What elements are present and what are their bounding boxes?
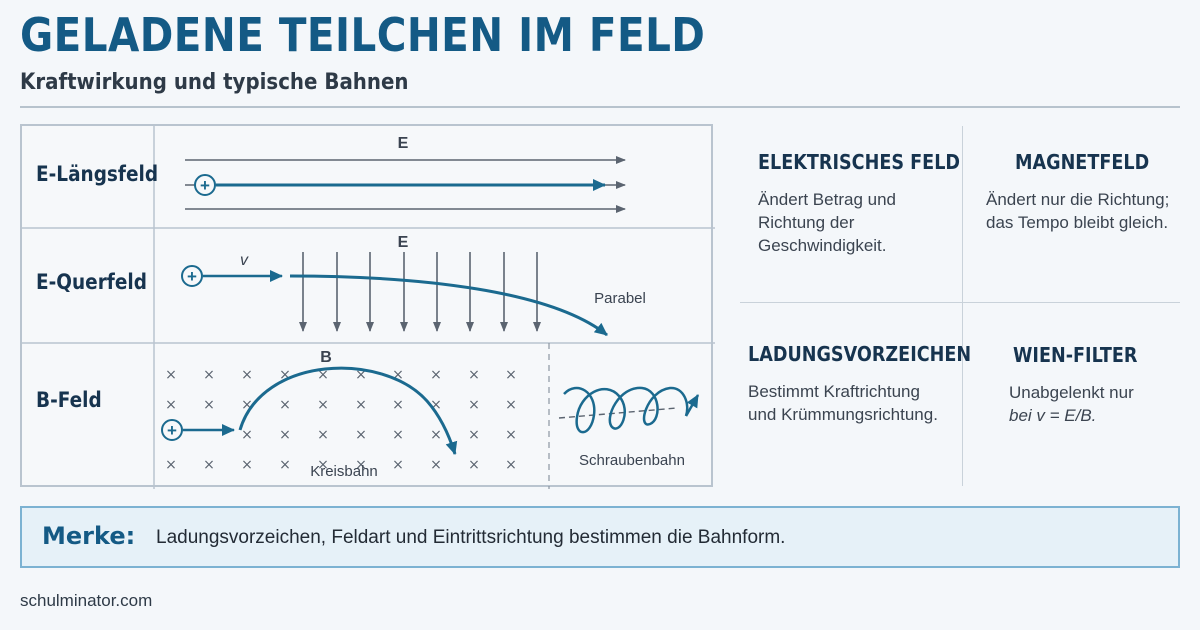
field-cross: × xyxy=(279,397,291,413)
row-label-transverse: E-Querfeld xyxy=(36,270,147,294)
field-cross: × xyxy=(430,427,442,443)
field-cross: × xyxy=(392,427,404,443)
info-heading: LADUNGSVORZEICHEN xyxy=(748,342,972,366)
field-symbol-e2: E xyxy=(398,234,409,251)
page-title: GELADENE TEILCHEN IM FELD xyxy=(20,8,706,62)
field-cross: × xyxy=(317,397,329,413)
positive-charge-icon xyxy=(181,265,203,287)
info-vertical-divider xyxy=(962,126,963,486)
parabola-label: Parabel xyxy=(594,290,646,307)
circular-path xyxy=(238,366,458,455)
field-cross: × xyxy=(355,397,367,413)
title-divider xyxy=(20,106,1180,108)
field-symbol-b: B xyxy=(320,349,332,366)
field-cross: × xyxy=(430,457,442,473)
info-text: Ändert nur die Richtung; das Tempo bleib… xyxy=(986,190,1170,232)
field-cross: × xyxy=(241,397,253,413)
field-cross: × xyxy=(203,397,215,413)
field-symbol-e1: E xyxy=(398,135,409,152)
field-cross: × xyxy=(203,457,215,473)
field-diagram: E + E + v Parabel B ××××××××××××××××××××… xyxy=(22,126,715,489)
field-cross: × xyxy=(468,457,480,473)
merke-label: Merke: xyxy=(42,522,136,550)
merke-box: Merke: Ladungsvorzeichen, Feldart und Ei… xyxy=(20,506,1180,568)
field-cross: × xyxy=(505,367,517,383)
field-cross: × xyxy=(317,457,329,473)
charge-sign: + xyxy=(187,267,197,286)
info-text: Bestimmt Kraftrichtung und Krümmungsrich… xyxy=(748,382,938,424)
field-cross: × xyxy=(355,367,367,383)
helix-arrow xyxy=(684,394,700,417)
parabola-path xyxy=(289,274,608,337)
field-cross: × xyxy=(392,457,404,473)
positive-charge-icon xyxy=(194,174,216,196)
field-cross: × xyxy=(165,457,177,473)
info-text: Unabgelenkt nur bei v = E/B. xyxy=(1009,383,1134,425)
info-magnetic-field: MAGNETFELD Ändert nur die Richtung; das … xyxy=(986,150,1186,234)
field-cross: × xyxy=(505,457,517,473)
field-cross: × xyxy=(355,427,367,443)
diagram-panel: E + E + v Parabel B ××××××××××××××××××××… xyxy=(20,124,715,489)
field-cross: × xyxy=(279,427,291,443)
field-cross: × xyxy=(203,367,215,383)
info-wien-filter: WIEN-FILTER Unabgelenkt nur bei v = E/B. xyxy=(1009,343,1189,427)
row-label-longitudinal: E-Längsfeld xyxy=(36,162,159,186)
info-heading: MAGNETFELD xyxy=(1015,150,1150,174)
field-cross: × xyxy=(505,427,517,443)
charge-sign: + xyxy=(200,176,210,195)
field-cross: × xyxy=(468,427,480,443)
helix-path xyxy=(563,386,689,434)
field-cross: × xyxy=(241,367,253,383)
field-cross: × xyxy=(165,367,177,383)
info-electric-field: ELEKTRISCHES FELD Ändert Betrag und Rich… xyxy=(758,150,961,257)
field-cross: × xyxy=(241,427,253,443)
field-cross: × xyxy=(317,367,329,383)
info-charge-sign: LADUNGSVORZEICHEN Bestimmt Kraftrichtung… xyxy=(748,342,972,426)
charge-sign: + xyxy=(167,421,177,440)
info-horizontal-divider xyxy=(740,302,1180,303)
info-heading: ELEKTRISCHES FELD xyxy=(758,150,961,174)
info-heading: WIEN-FILTER xyxy=(1013,343,1138,367)
field-cross: × xyxy=(468,397,480,413)
vertical-field-lines xyxy=(299,252,541,332)
field-cross: × xyxy=(430,367,442,383)
longitudinal-field: E + xyxy=(185,135,626,213)
footer-site: schulminator.com xyxy=(20,591,153,610)
merke-text: Ladungsvorzeichen, Feldart und Eintritts… xyxy=(156,527,786,548)
circle-path-label: Kreisbahn xyxy=(310,463,378,480)
field-cross: × xyxy=(317,427,329,443)
page-subtitle: Kraftwirkung und typische Bahnen xyxy=(20,70,409,95)
velocity-symbol: v xyxy=(240,252,249,269)
field-cross: × xyxy=(279,367,291,383)
magnetic-field: B ××××××××××××××××××××××××××××××××××××××… xyxy=(161,349,700,480)
field-cross: × xyxy=(505,397,517,413)
field-cross: × xyxy=(392,367,404,383)
field-cross: × xyxy=(165,397,177,413)
field-cross: × xyxy=(355,457,367,473)
row-label-bfield: B-Feld xyxy=(36,388,102,412)
field-into-page-marks: × × × × × × × × × × × × × × × × × × × × × × × × × × × × × × × × × × × × × × xyxy=(165,367,517,473)
positive-charge-icon xyxy=(161,419,183,441)
field-cross: × xyxy=(279,457,291,473)
field-cross: × xyxy=(430,397,442,413)
field-cross: × xyxy=(241,457,253,473)
helix-label: Schraubenbahn xyxy=(579,452,685,469)
info-text: Ändert Betrag und Richtung der Geschwind… xyxy=(758,190,896,255)
field-cross: × xyxy=(392,397,404,413)
transverse-e-field: E + v Parabel xyxy=(181,234,646,337)
field-cross: × xyxy=(468,367,480,383)
